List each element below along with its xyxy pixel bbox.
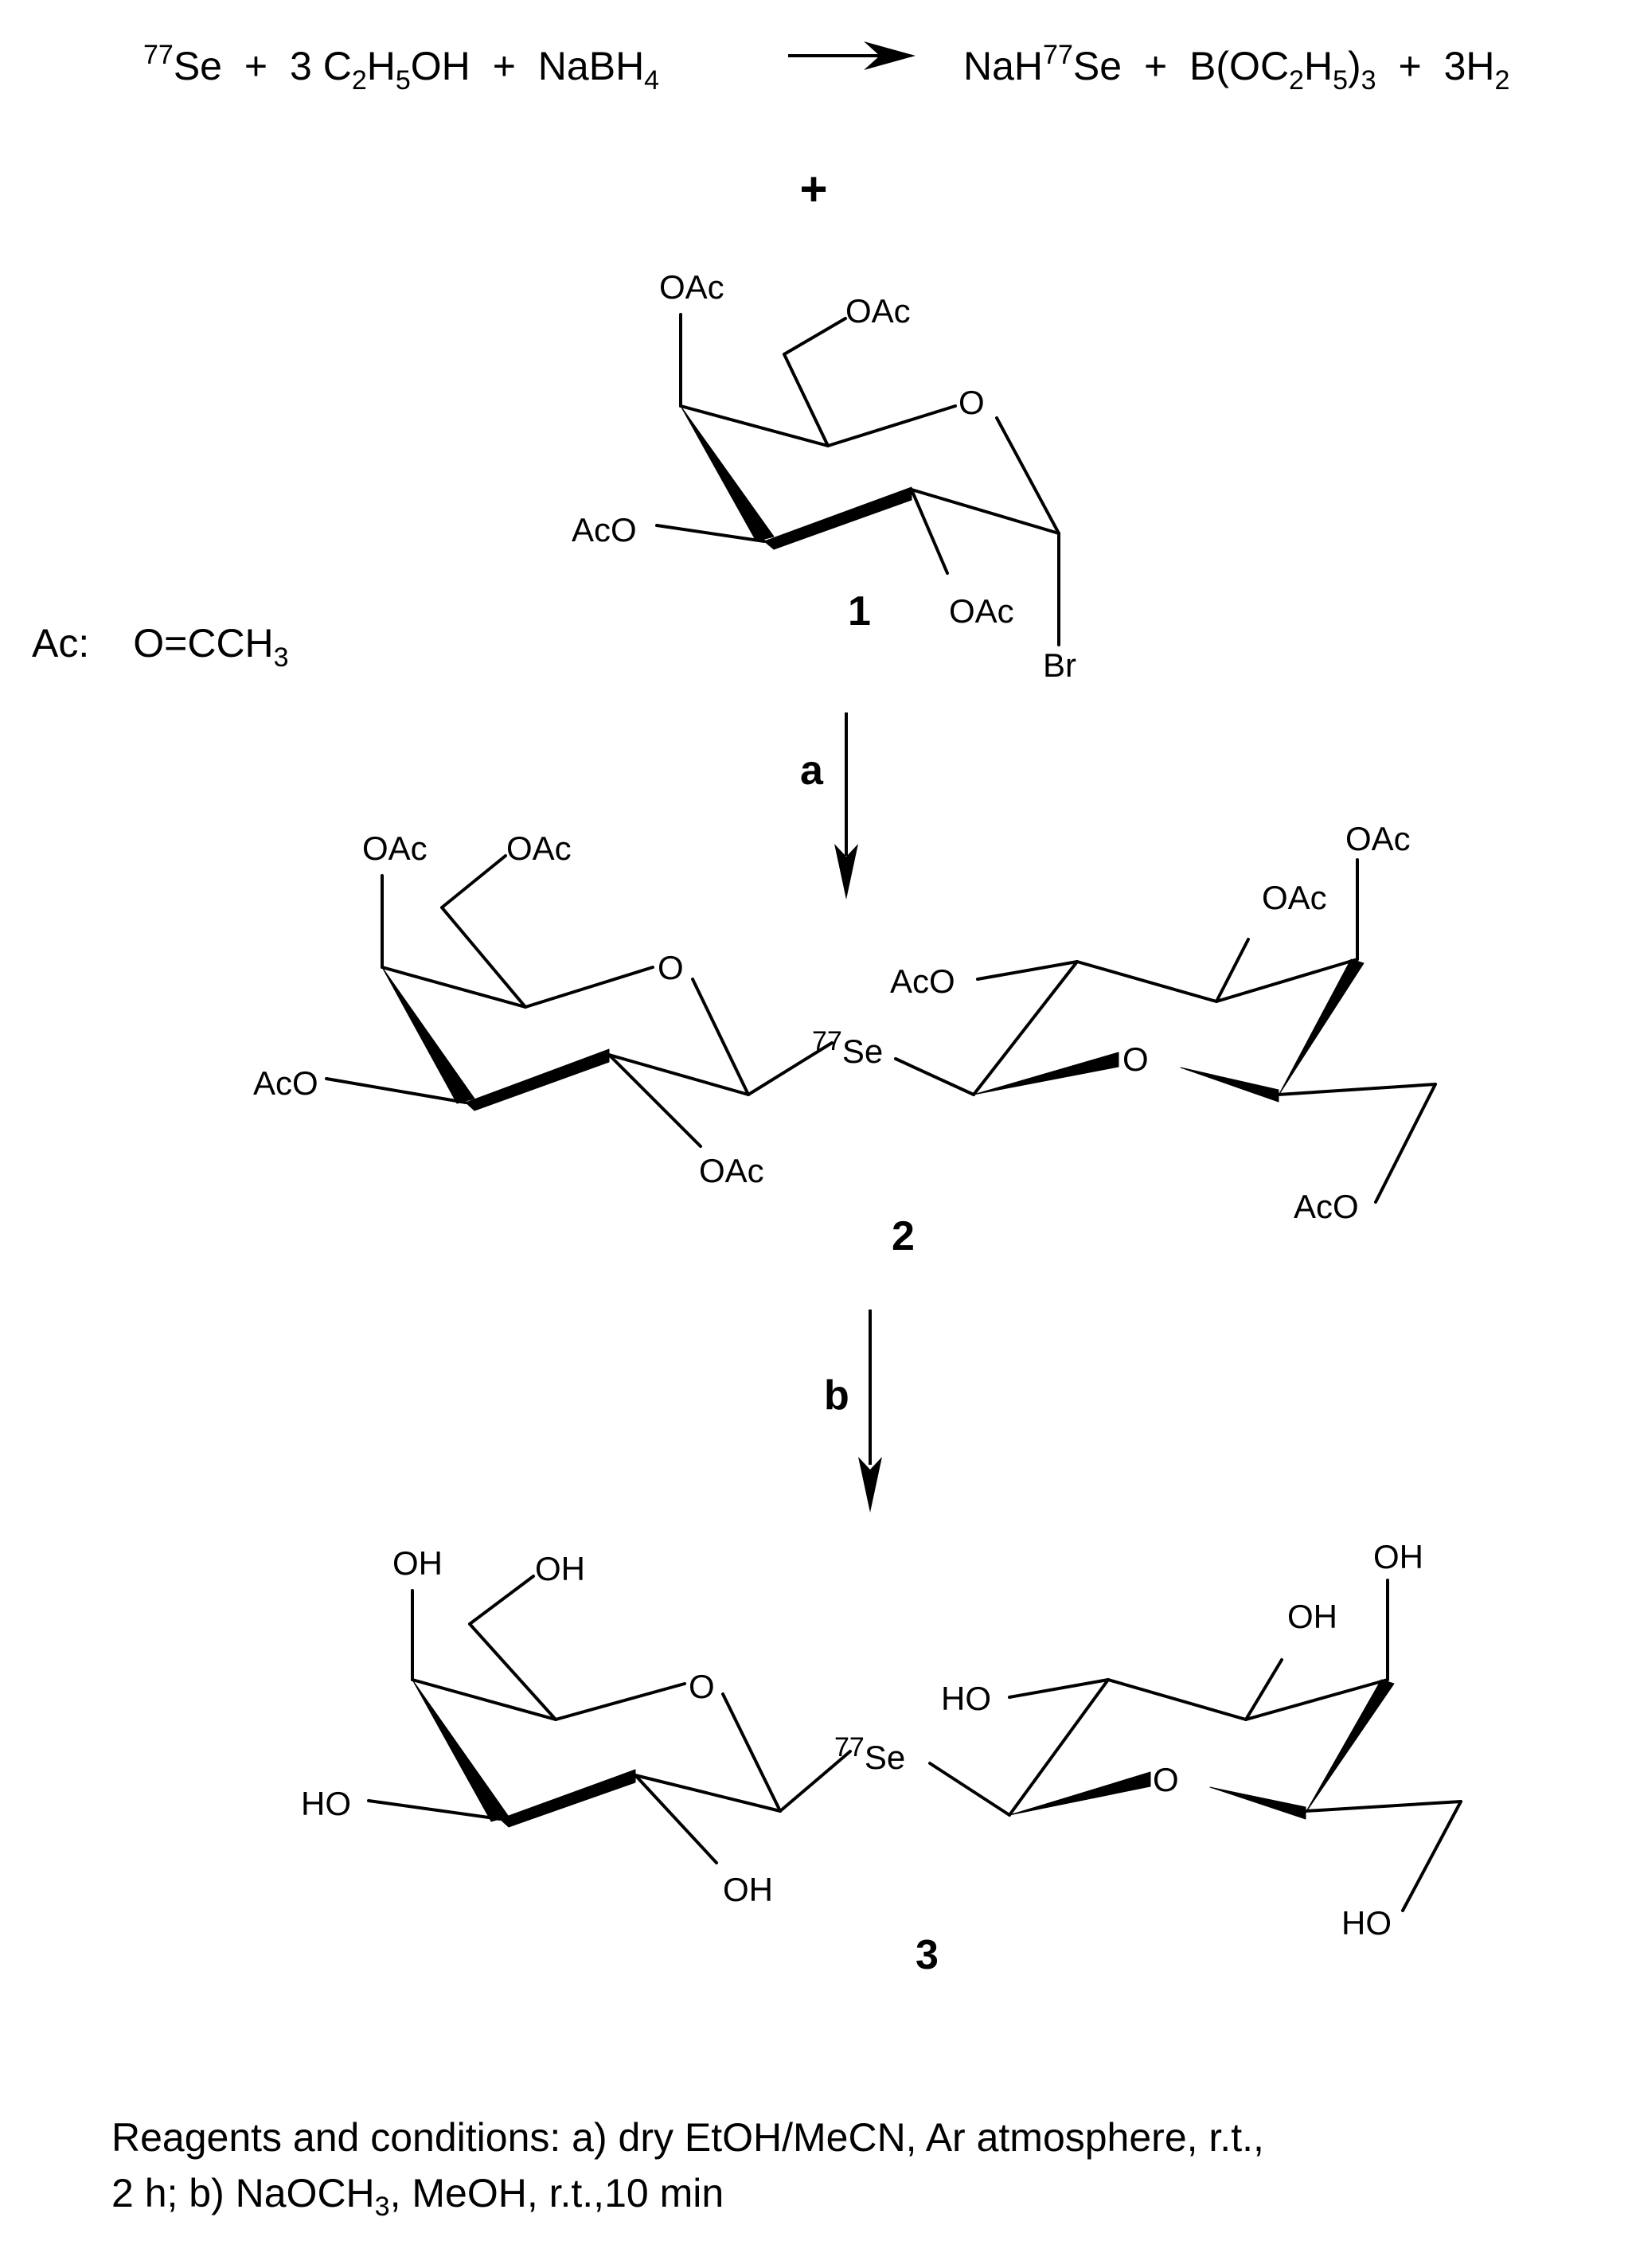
reaction-arrow-a [834,712,858,900]
compound-2-substituent: OAc [362,830,428,867]
reaction-arrow-b [858,1310,882,1513]
compound-1-substituent: OAc [845,292,911,330]
compound-2-substituent: AcO [1294,1188,1359,1225]
step-a-label: a [800,748,824,794]
compound-3-substituent: OH [392,1544,443,1582]
compound-2-ring-oxygen: O [658,949,684,986]
compound-1-bromo: Br [1043,646,1076,684]
compound-3-structure [367,1575,1462,1912]
compound-1-number: 1 [848,588,871,634]
conditions-line-1: Reagents and conditions: a) dry EtOH/MeC… [111,2115,1264,2160]
conditions-line-2: 2 h; b) NaOCH3, MeOH, r.t.,10 min [111,2171,724,2222]
compound-1-structure [655,313,1060,646]
compound-2-substituent: AcO [890,962,955,1000]
reaction-arrow [788,41,916,70]
compound-2-number: 2 [892,1213,915,1259]
compound-3-substituent: HO [941,1680,991,1717]
compound-3-substituent: HO [301,1785,351,1822]
compound-2-structure [325,854,1437,1204]
compound-2-substituent: OAc [1262,879,1327,916]
ac-definition: Ac:O=CCH3 [32,621,289,673]
compound-1-substituent: AcO [572,511,637,548]
compound-1-substituent: OAc [659,268,724,306]
compound-3-ring-oxygen: O [689,1668,715,1705]
compound-2-ring-oxygen: O [1122,1040,1149,1078]
compound-3-substituent: OH [535,1550,585,1587]
reactants-equation: 77Se + 3 C2H5OH + NaBH4 [143,40,659,96]
products-equation: NaH77Se + B(OC2H5)3 + 3H2 [963,40,1509,98]
compound-1-ring-oxygen: O [959,384,985,421]
compound-3-substituent: OH [723,1871,773,1908]
compound-2-substituent: OAc [506,830,572,867]
compound-3-number: 3 [916,1932,939,1978]
compound-3-substituent: OH [1287,1598,1337,1635]
compound-2-substituent: AcO [253,1064,318,1102]
plus-sign: + [799,162,827,216]
step-b-label: b [824,1372,849,1419]
compound-2-substituent: OAc [1345,820,1411,857]
compound-3-ring-oxygen: O [1153,1761,1179,1798]
reagents-and-conditions: Reagents and conditions: a) dry EtOH/MeC… [111,2110,1592,2235]
compound-3-substituent: OH [1373,1538,1423,1575]
compound-2-substituent: OAc [699,1152,764,1189]
compound-1-substituent: OAc [949,592,1014,630]
compound-3-substituent: HO [1341,1904,1392,1942]
compound-3-selenium-linker: 77Se [834,1732,905,1776]
compound-2-selenium-linker: 77Se [812,1026,883,1070]
